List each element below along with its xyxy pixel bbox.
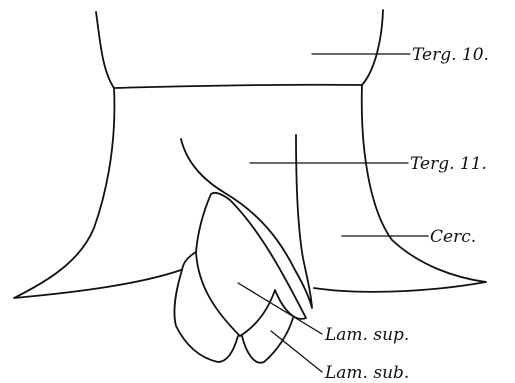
lamina-subgenitalis-outline (174, 252, 293, 363)
label-cerc: Cerc. (430, 227, 476, 247)
tergite-10-outline (96, 10, 383, 88)
label-lam-sub: Lam. sub. (324, 363, 409, 383)
leader-line-lam-sub (271, 331, 322, 372)
label-lam-sup: Lam. sup. (324, 325, 409, 345)
cerci-outline (14, 85, 486, 298)
label-terg-10: Terg. 10. (412, 45, 489, 65)
label-terg-11: Terg. 11. (410, 154, 487, 174)
